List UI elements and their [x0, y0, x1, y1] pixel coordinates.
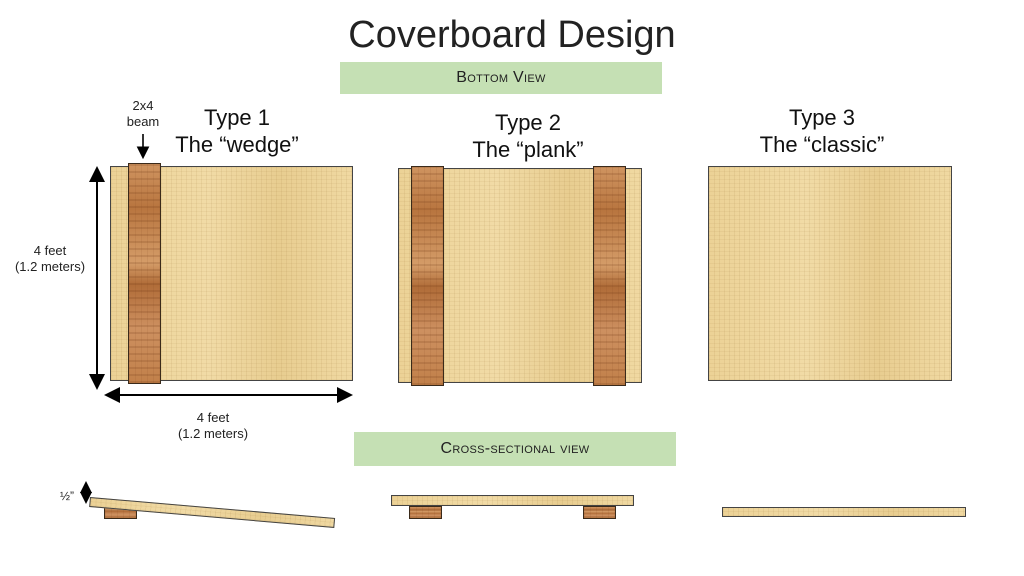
type2-title: Type 2: [494, 110, 562, 135]
type1-label: Type 1 The “wedge”: [150, 104, 324, 158]
height-dimension-feet: 4 feet: [33, 243, 67, 258]
type3-board: [708, 166, 952, 381]
type2-label: Type 2 The “plank”: [440, 109, 616, 163]
height-dimension-meters: (1.2 meters): [14, 259, 86, 274]
type2-beam-left: [411, 166, 444, 386]
bottom-view-banner: Bottom View: [340, 62, 662, 94]
type2-cross-beam-left: [409, 506, 442, 519]
height-dimension-label: 4 feet (1.2 meters): [6, 243, 94, 275]
thickness-label: ½”: [59, 489, 74, 503]
type3-cross-board: [722, 507, 966, 517]
type2-name: The “plank”: [472, 137, 584, 162]
page-title: Coverboard Design: [348, 14, 676, 56]
type3-label: Type 3 The “classic”: [730, 104, 914, 158]
beam-label-line2: beam: [126, 114, 160, 129]
type1-name: The “wedge”: [175, 132, 299, 157]
width-dimension-feet: 4 feet: [196, 410, 230, 425]
bottom-view-label: Bottom View: [456, 69, 546, 86]
type1-beam: [128, 163, 161, 384]
type3-name: The “classic”: [759, 132, 885, 157]
type2-cross-beam-right: [583, 506, 616, 519]
cross-section-banner: Cross-sectional view: [354, 432, 676, 466]
beam-label: 2x4 beam: [118, 98, 168, 130]
width-dimension-label: 4 feet (1.2 meters): [168, 410, 258, 442]
type2-cross-board: [391, 495, 634, 506]
cross-section-label: Cross-sectional view: [440, 440, 590, 457]
type1-title: Type 1: [203, 105, 271, 130]
type2-beam-right: [593, 166, 626, 386]
type3-title: Type 3: [788, 105, 856, 130]
width-dimension-meters: (1.2 meters): [177, 426, 249, 441]
beam-label-line1: 2x4: [132, 98, 154, 113]
